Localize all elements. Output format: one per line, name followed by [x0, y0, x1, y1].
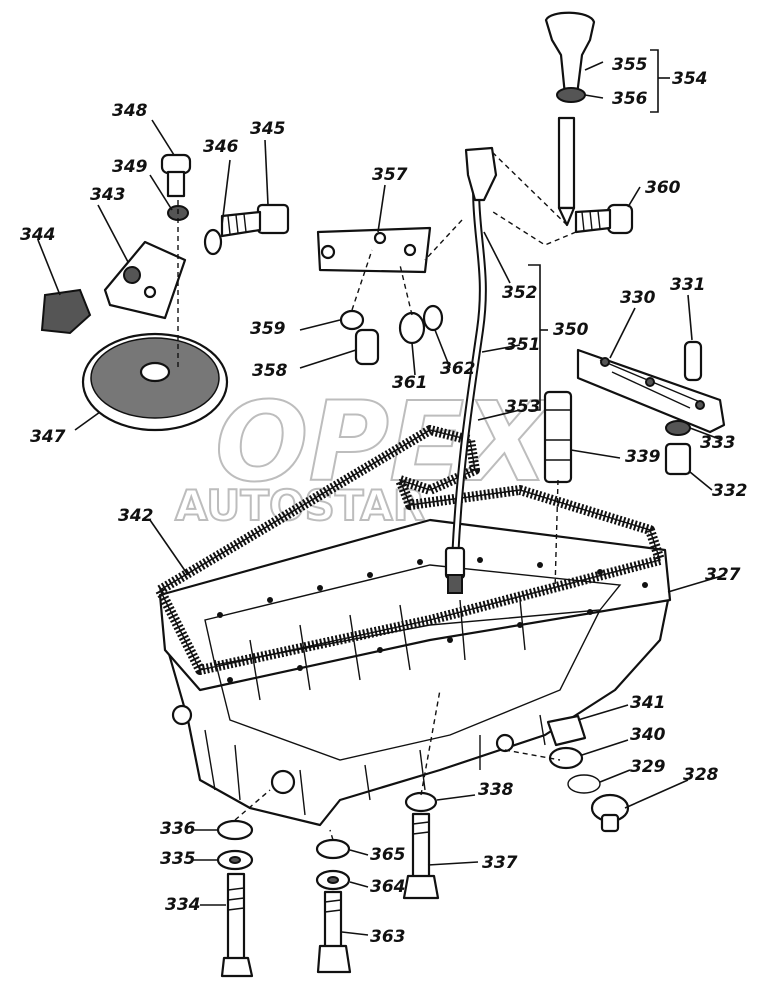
callout-365: 365 — [370, 845, 406, 865]
callout-362: 362 — [440, 359, 476, 379]
callout-345: 345 — [250, 119, 286, 139]
drain-plug — [590, 793, 630, 833]
callout-360: 360 — [645, 178, 681, 198]
callout-352: 352 — [502, 283, 538, 303]
callout-334: 334 — [165, 895, 201, 915]
callout-346: 346 — [203, 137, 239, 157]
assembly-lines — [177, 149, 577, 841]
callout-343: 343 — [90, 185, 126, 205]
callout-358: 358 — [252, 361, 288, 381]
callout-348: 348 — [112, 101, 148, 121]
watermark-logo: OPEX — [215, 378, 554, 506]
callout-328: 328 — [683, 765, 719, 785]
callout-363: 363 — [370, 927, 406, 947]
callout-355: 355 — [612, 55, 648, 75]
callout-350: 350 — [553, 320, 589, 340]
callout-339: 339 — [625, 447, 661, 467]
callout-364: 364 — [370, 877, 406, 897]
drain-oring — [567, 774, 601, 794]
bracket-bolt — [339, 309, 380, 366]
watermark: OPEX AUTOSTAR — [174, 377, 555, 531]
baffle-pin — [683, 340, 703, 382]
bolt-363-set — [315, 838, 352, 974]
callout-329: 329 — [630, 757, 666, 777]
nut-361 — [398, 311, 426, 345]
baffle-bolt — [664, 442, 692, 476]
oil-pan — [158, 518, 672, 827]
callout-340: 340 — [630, 725, 666, 745]
callout-330: 330 — [620, 288, 656, 308]
side-bolt — [203, 203, 290, 256]
cover-plate — [103, 240, 187, 320]
oil-baffle — [576, 348, 726, 434]
callout-342: 342 — [118, 506, 154, 526]
dipstick-bracket — [316, 226, 432, 274]
baffle-washer — [665, 420, 691, 436]
callout-356: 356 — [612, 89, 648, 109]
callout-359: 359 — [250, 319, 286, 339]
callout-332: 332 — [712, 481, 748, 501]
washer-362 — [422, 304, 444, 332]
dipstick — [544, 11, 596, 227]
clamp-bolt — [574, 203, 634, 235]
callout-336: 336 — [160, 819, 196, 839]
pump-stud — [543, 390, 573, 484]
callout-337: 337 — [482, 853, 518, 873]
dipstick-tube — [444, 146, 498, 594]
callout-labels: 355 354 356 348 346 345 349 343 357 360 … — [20, 55, 748, 947]
cap-bolt — [160, 153, 192, 221]
callout-331: 331 — [670, 275, 706, 295]
callout-349: 349 — [112, 157, 148, 177]
callout-351: 351 — [505, 335, 541, 355]
callout-361: 361 — [392, 373, 428, 393]
callout-338: 338 — [478, 780, 514, 800]
callout-354: 354 — [672, 69, 708, 89]
callout-357: 357 — [372, 165, 408, 185]
leader-lines — [37, 49, 726, 936]
callout-335: 335 — [160, 849, 196, 869]
callout-347: 347 — [30, 427, 66, 447]
callout-333: 333 — [700, 433, 736, 453]
callout-327: 327 — [705, 565, 741, 585]
watermark-brand: AUTOSTAR — [175, 481, 425, 530]
callout-344: 344 — [20, 225, 56, 245]
filler-cap — [81, 332, 229, 432]
drain-nut-341 — [546, 714, 587, 747]
oil-pan-flange — [158, 518, 672, 692]
callout-353: 353 — [505, 397, 541, 417]
bolt-334-set — [216, 819, 254, 978]
bolt-337-set — [402, 791, 440, 900]
callout-341: 341 — [630, 693, 666, 713]
drain-washer-340 — [548, 746, 584, 770]
rubber-grommet — [40, 288, 92, 335]
